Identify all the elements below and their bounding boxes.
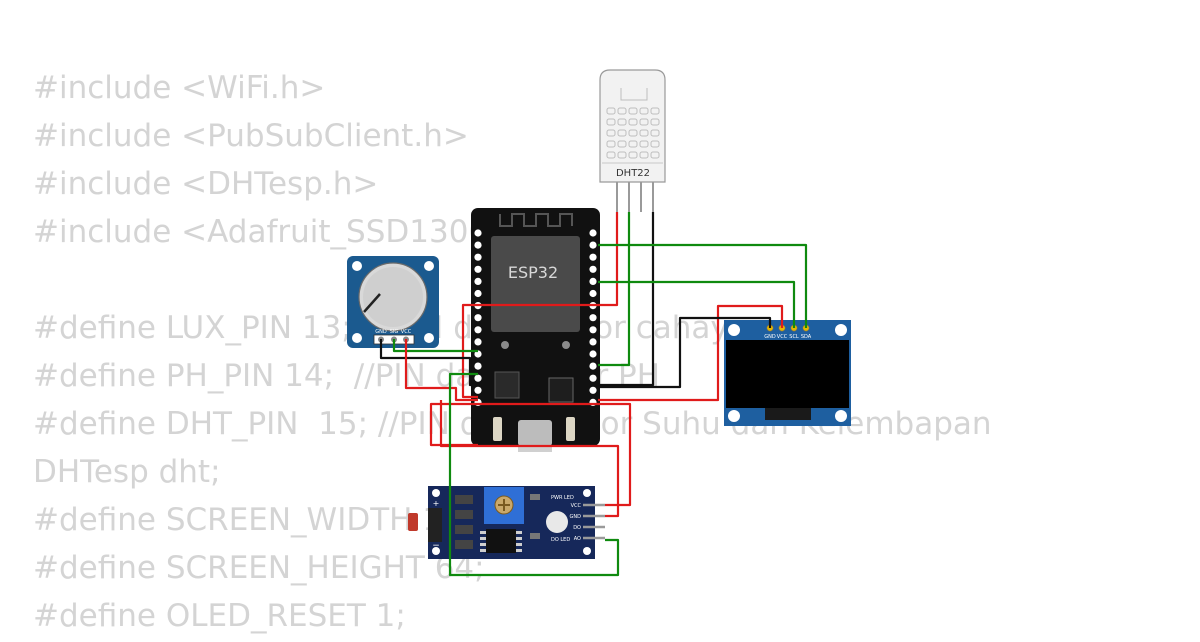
esp32-pin	[589, 314, 597, 322]
esp32-pin	[474, 253, 482, 261]
esp32-pin	[474, 386, 482, 394]
esp32-pin	[589, 374, 597, 382]
oled-pin-label: SCL	[789, 334, 799, 340]
pot-pin-label: VCC	[401, 329, 412, 335]
ldr-pin-label: VCC	[571, 503, 582, 509]
esp32-pin	[589, 277, 597, 285]
esp32-pin	[474, 265, 482, 273]
oled-pin-label: GND	[764, 334, 776, 340]
ldr-led-label: DO LED	[551, 537, 570, 543]
code-line: #define SCREEN_WIDTH 128;	[33, 502, 492, 538]
code-line: #include <DHTesp.h>	[33, 166, 379, 202]
ldr-pin-label: GND	[570, 514, 582, 520]
pot-pin-label: GND	[375, 329, 387, 335]
oled-pin-label: SDA	[801, 334, 812, 340]
esp32-pin	[589, 326, 597, 334]
wires	[379, 212, 808, 577]
ldr-photoresistor	[408, 513, 418, 531]
esp32-module	[491, 236, 580, 332]
ldr-led-icon	[546, 511, 568, 533]
esp32-pin	[474, 326, 482, 334]
usb-port-icon	[518, 420, 552, 446]
esp32-label: ESP32	[508, 263, 558, 282]
svg-text:+: +	[433, 499, 440, 508]
esp32-pin	[589, 338, 597, 346]
boot-button[interactable]	[493, 417, 502, 441]
ldr-sensor-module[interactable]: + − PWR LED DO LED VCC GND DO AO	[408, 486, 605, 559]
ldr-led-label: PWR LED	[551, 495, 574, 501]
esp32-pin	[589, 253, 597, 261]
esp32-pin	[589, 386, 597, 394]
esp32-pin	[474, 314, 482, 322]
esp32-pin	[474, 277, 482, 285]
esp32-pin	[474, 241, 482, 249]
dht22-sensor[interactable]: DHT22	[599, 69, 666, 212]
pot-knob-indicator	[363, 293, 381, 313]
esp32-board[interactable]: ESP32	[471, 208, 600, 452]
oled-display[interactable]: GND VCC SCL SDA	[724, 320, 851, 426]
dht22-label: DHT22	[616, 168, 650, 179]
esp32-pin	[474, 229, 482, 237]
svg-text:−: −	[432, 541, 440, 551]
pot-pin-label: SIG	[390, 329, 399, 335]
esp32-pin	[474, 350, 482, 358]
reset-button[interactable]	[566, 417, 575, 441]
esp32-pin	[474, 338, 482, 346]
ldr-pin-label: DO	[573, 525, 581, 531]
esp32-pin	[474, 362, 482, 370]
ldr-pin-label: AO	[574, 536, 581, 542]
oled-pin-label: VCC	[777, 334, 788, 340]
oled-screen	[726, 340, 849, 408]
code-line: #define OLED_RESET 1;	[33, 598, 406, 634]
esp32-pin	[589, 241, 597, 249]
esp32-pin	[474, 374, 482, 382]
code-line: #include <PubSubClient.h>	[33, 118, 469, 154]
code-line: DHTesp dht;	[33, 454, 221, 490]
esp32-pin	[474, 289, 482, 298]
esp32-pin	[589, 289, 597, 298]
code-background: #include <WiFi.h> #include <PubSubClient…	[33, 66, 992, 642]
code-line: #include <WiFi.h>	[33, 70, 326, 106]
esp32-pin	[589, 362, 597, 370]
code-line: #define SCREEN_HEIGHT 64;	[33, 550, 485, 586]
potentiometer[interactable]: GND SIG VCC	[347, 256, 439, 348]
esp32-pin	[589, 229, 597, 237]
esp32-pin	[589, 350, 597, 358]
esp32-pin	[589, 265, 597, 273]
